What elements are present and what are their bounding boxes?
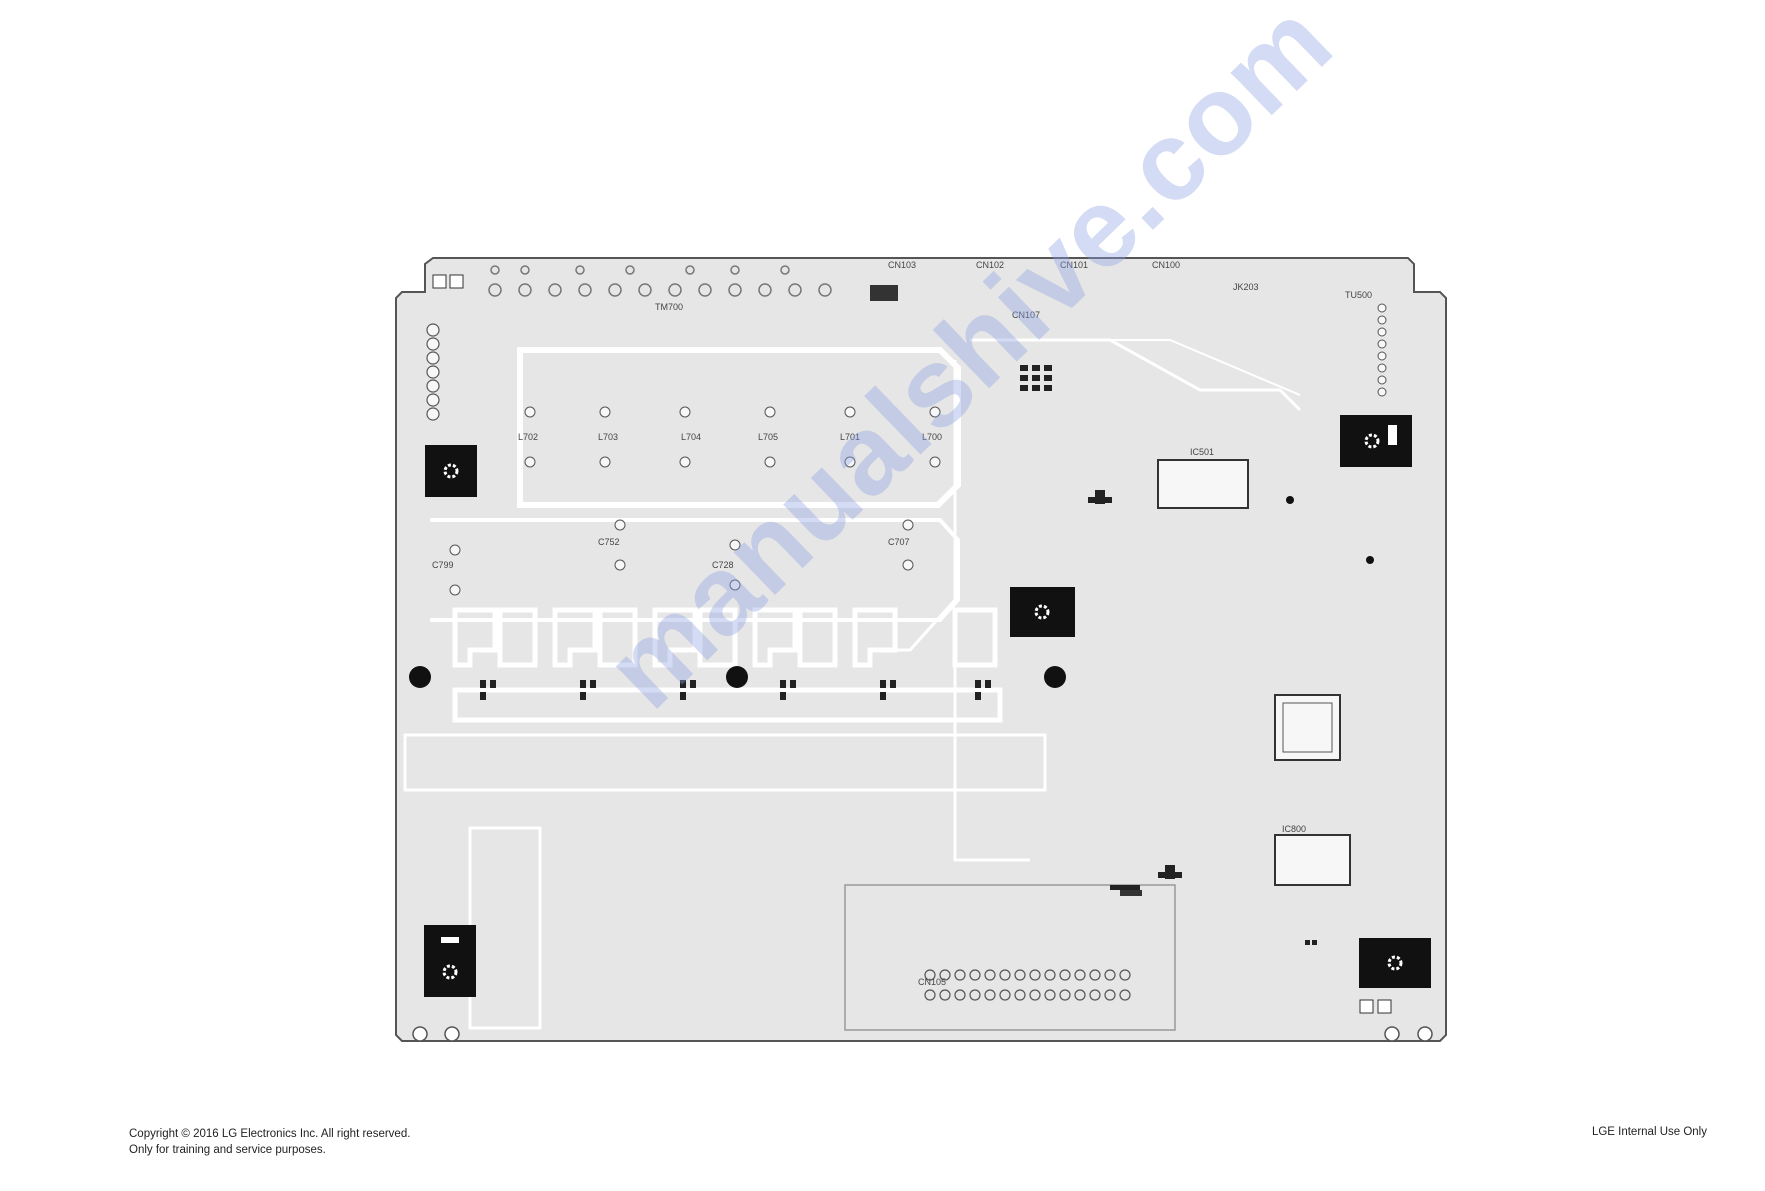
label-tu500: TU500 xyxy=(1345,290,1372,300)
label-l702: L702 xyxy=(518,432,538,442)
sop-ic-top xyxy=(1157,459,1249,509)
label-c752: C752 xyxy=(598,537,620,547)
purpose-text: Only for training and service purposes. xyxy=(129,1144,326,1156)
mounting-holes xyxy=(412,1026,1433,1042)
label-cn107: CN107 xyxy=(1012,310,1040,320)
output-stage-blocks xyxy=(452,607,1003,723)
label-l704: L704 xyxy=(681,432,701,442)
power-trace-shape3 xyxy=(1060,339,1301,396)
cn105-pins xyxy=(924,969,1131,1001)
mount-block-right-top xyxy=(1340,415,1412,467)
left-pin-column xyxy=(426,323,440,421)
smd-clusters xyxy=(480,365,1317,945)
footer-left: Copyright © 2016 LG Electronics Inc. All… xyxy=(129,1126,410,1158)
label-c728: C728 xyxy=(712,560,734,570)
top-left-square-b xyxy=(449,274,464,289)
mount-block-left-bottom xyxy=(424,925,476,997)
label-c799: C799 xyxy=(432,560,454,570)
power-trace-shape2 xyxy=(953,620,1030,862)
lower-left-trace xyxy=(403,733,1047,792)
label-cn105: CN105 xyxy=(918,977,946,987)
label-cn101: CN101 xyxy=(1060,260,1088,270)
copyright-text: Copyright © 2016 LG Electronics Inc. All… xyxy=(129,1128,411,1140)
internal-use-text: LGE Internal Use Only xyxy=(1591,1126,1707,1138)
mount-block-right-bottom xyxy=(1359,938,1431,988)
inductor-pads xyxy=(449,406,941,596)
mount-block-center xyxy=(1010,587,1075,637)
label-jk203: JK203 xyxy=(1233,282,1259,292)
sop-ic-bottom xyxy=(1274,834,1351,886)
top-headers xyxy=(870,285,1142,896)
fiducial-dots xyxy=(409,496,1374,688)
label-cn103: CN103 xyxy=(888,260,916,270)
mounting-blocks xyxy=(424,415,1431,997)
top-left-square-a xyxy=(432,274,447,289)
label-l703: L703 xyxy=(598,432,618,442)
tu500-pins xyxy=(1377,303,1387,397)
tm700-terminals xyxy=(488,265,832,297)
label-l700: L700 xyxy=(922,432,942,442)
cn105-frame xyxy=(844,884,1176,1031)
label-l705: L705 xyxy=(758,432,778,442)
bottom-right-square-a xyxy=(1359,999,1374,1014)
label-cn100: CN100 xyxy=(1152,260,1180,270)
label-ic501: IC501 xyxy=(1190,447,1214,457)
mount-block-left-top xyxy=(425,445,477,497)
bottom-right-square-b xyxy=(1377,999,1392,1014)
power-trace-region xyxy=(517,347,961,508)
qfp-ic xyxy=(1274,694,1341,761)
label-c707: C707 xyxy=(888,537,910,547)
label-l701: L701 xyxy=(840,432,860,442)
label-ic800: IC800 xyxy=(1282,824,1306,834)
board-outline xyxy=(395,257,1447,1042)
ref-labels: L702 L703 L704 L705 L701 L700 C752 C728 … xyxy=(432,260,1372,987)
label-tm700: TM700 xyxy=(655,302,683,312)
label-cn102: CN102 xyxy=(976,260,1004,270)
